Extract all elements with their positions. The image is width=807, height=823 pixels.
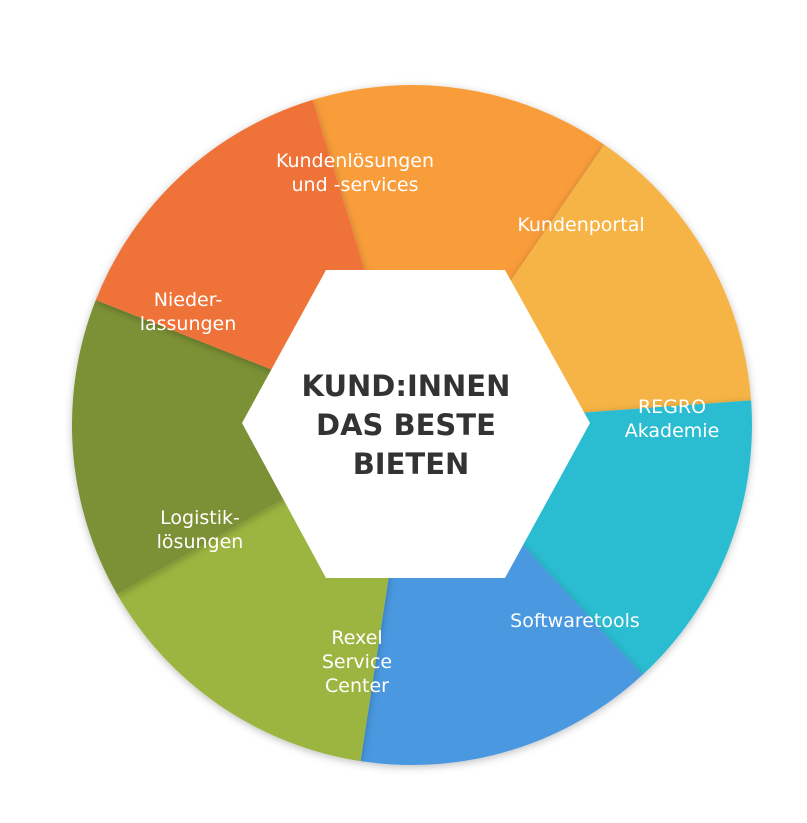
center-hexagon (242, 270, 590, 578)
center-title-line-1: KUND:INNEN (302, 369, 511, 403)
segment-label-niederlassungen: Nieder-lassungen (140, 289, 237, 335)
segment-label-line: lösungen (157, 531, 244, 553)
segment-label-softwaretools: Softwaretools (510, 610, 640, 632)
segment-label-kundenportal: Kundenportal (517, 214, 644, 236)
segment-label-line: Softwaretools (510, 610, 640, 632)
segment-label-line: REGRO (638, 396, 706, 418)
center-title-line-3: BIETEN (353, 447, 470, 481)
segment-label-line: Kundenlösungen (276, 150, 434, 172)
center-title-line-2: DAS BESTE (316, 408, 496, 442)
segment-label-line: Akademie (625, 420, 720, 442)
segment-label-line: Nieder- (154, 289, 222, 311)
segment-label-line: Kundenportal (517, 214, 644, 236)
segment-label-line: und -services (292, 174, 419, 196)
center-title: KUND:INNEN DAS BESTE BIETEN (302, 369, 521, 481)
segment-label-logistikloesungen: Logistik-lösungen (157, 507, 244, 553)
segment-label-line: Center (325, 675, 389, 697)
segment-label-line: Rexel (331, 627, 382, 649)
segment-label-line: Logistik- (160, 507, 240, 529)
segment-label-line: Service (322, 651, 392, 673)
segment-logistikloesungen (71, 300, 413, 595)
segment-kundenloesungen (312, 85, 605, 425)
segment-label-line: lassungen (140, 313, 237, 335)
